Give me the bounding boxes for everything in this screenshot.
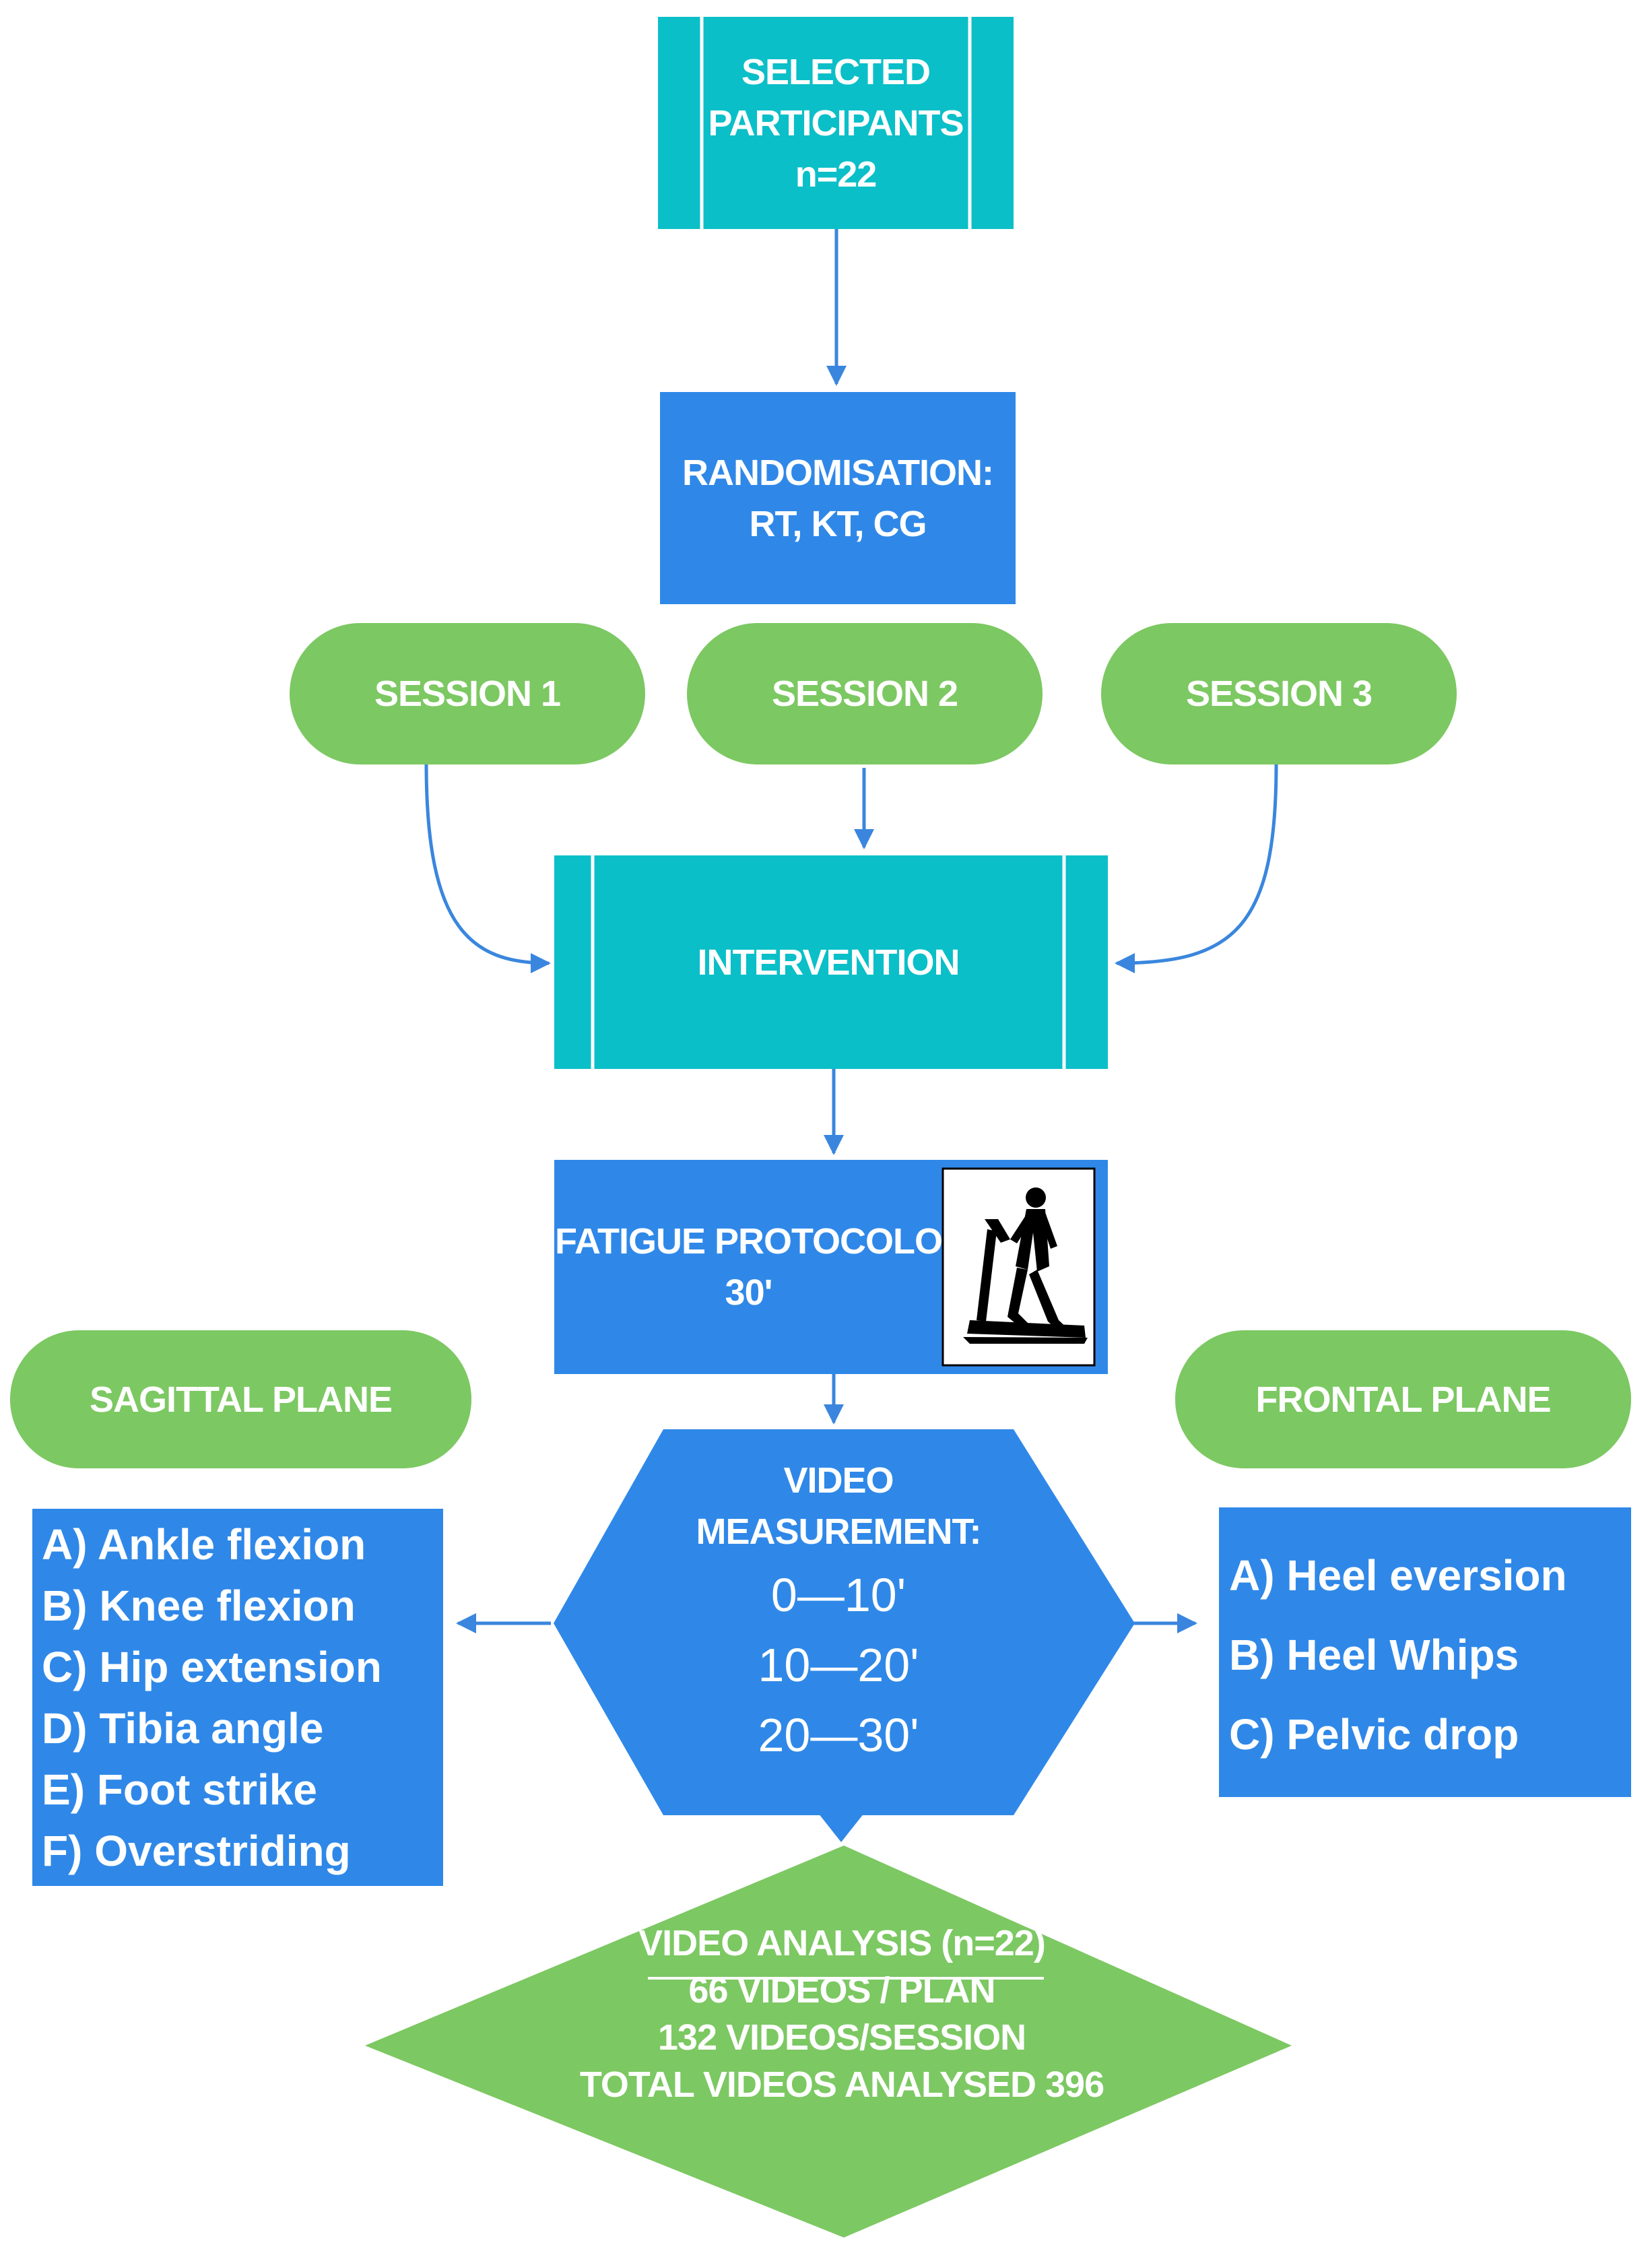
- frontal-item: C) Pelvic drop: [1229, 1710, 1519, 1759]
- frontal-plane-pill: [1175, 1330, 1631, 1468]
- fatigue-protocol-label: FATIGUE PROTOCOLO 30': [554, 1160, 943, 1374]
- selected-participants-label: SELECTED PARTICIPANTS n=22: [702, 17, 970, 229]
- sagittal-list-box: [32, 1509, 443, 1886]
- session-1-pill: [290, 623, 645, 764]
- intervention-box: [554, 855, 1108, 1069]
- video-analysis-line-1: 66 VIDEOS / PLAN: [688, 1970, 995, 2011]
- randomisation-line-1: RANDOMISATION:: [682, 452, 994, 493]
- randomisation-label: RANDOMISATION: RT, KT, CG: [660, 392, 1016, 604]
- frontal-list-box: [1219, 1507, 1631, 1797]
- fatigue-line-2: 30': [725, 1272, 773, 1313]
- session-2-pill: [687, 623, 1043, 764]
- session-3-label: SESSION 3: [1185, 674, 1373, 714]
- video-analysis-diamond: [365, 1846, 1292, 2238]
- sagittal-item: E) Foot strike: [42, 1765, 317, 1814]
- measurement-range-1: 0—10': [770, 1569, 906, 1621]
- treadmill-runner-icon: [941, 1167, 1096, 1367]
- selected-line-1: SELECTED: [741, 51, 931, 92]
- sagittal-item: A) Ankle flexion: [42, 1520, 366, 1569]
- selected-participants-box: [658, 17, 1014, 229]
- sagittal-items-list: A) Ankle flexion B) Knee flexion C) Hip …: [42, 1514, 439, 1882]
- video-analysis-label: VIDEO ANALYSIS (n=22) 66 VIDEOS / PLAN 1…: [539, 1920, 1145, 2128]
- measurement-range-3: 20—30': [758, 1709, 919, 1761]
- video-analysis-line-3: TOTAL VIDEOS ANALYSED 396: [579, 2064, 1104, 2105]
- video-analysis-line-2: 132 VIDEOS/SESSION: [657, 2017, 1026, 2058]
- session-2-label: SESSION 2: [771, 674, 958, 714]
- measurement-range-2: 10—20': [758, 1639, 919, 1691]
- fatigue-line-1: FATIGUE PROTOCOLO: [554, 1221, 943, 1262]
- randomisation-box: [660, 392, 1016, 604]
- session-3-pill: [1101, 623, 1457, 764]
- arrow-session1-to-intervention: [424, 764, 551, 973]
- arrow-session3-to-intervention: [1115, 764, 1278, 973]
- video-measurement-hexagon: [554, 1429, 1135, 1815]
- measurement-line-2: MEASUREMENT:: [696, 1511, 981, 1552]
- intervention-label: INTERVENTION: [697, 942, 960, 983]
- sagittal-item: D) Tibia angle: [42, 1704, 324, 1753]
- measurement-pointer: [818, 1813, 864, 1842]
- frontal-item: B) Heel Whips: [1229, 1631, 1519, 1679]
- randomisation-line-2: RT, KT, CG: [749, 503, 927, 544]
- sagittal-plane-pill: [10, 1330, 471, 1468]
- measurement-line-1: VIDEO: [783, 1460, 894, 1501]
- selected-line-3: n=22: [795, 154, 878, 195]
- sagittal-item: B) Knee flexion: [42, 1582, 356, 1630]
- sagittal-item: C) Hip extension: [42, 1643, 382, 1691]
- selected-line-2: PARTICIPANTS: [708, 102, 964, 143]
- frontal-items-list: A) Heel eversion B) Heel Whips C) Pelvic…: [1229, 1536, 1626, 1774]
- sagittal-item: F) Overstriding: [42, 1827, 351, 1875]
- connectors: [424, 229, 1278, 1633]
- session-1-label: SESSION 1: [374, 674, 561, 714]
- frontal-plane-label: FRONTAL PLANE: [1255, 1379, 1552, 1420]
- video-analysis-title: VIDEO ANALYSIS (n=22): [638, 1923, 1046, 1963]
- frontal-item: A) Heel eversion: [1229, 1551, 1567, 1600]
- sagittal-plane-label: SAGITTAL PLANE: [89, 1379, 393, 1420]
- video-measurement-label: VIDEO MEASUREMENT: 0—10' 10—20' 20—30': [663, 1455, 1014, 1792]
